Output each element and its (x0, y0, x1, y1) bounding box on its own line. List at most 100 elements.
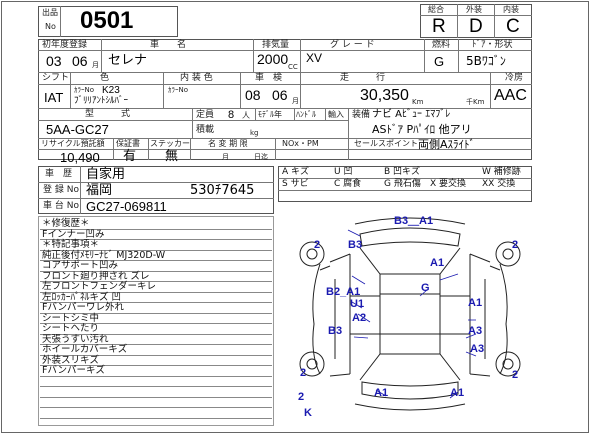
legend-x: X 要交換 (430, 179, 467, 189)
payload-label: 積載 (196, 125, 215, 135)
sticker-value: 無 (165, 149, 179, 164)
note-line: Fバンパーキズ (42, 365, 105, 376)
fuel-label: 燃料 (432, 40, 451, 50)
capacity: 8 (228, 109, 235, 121)
notes-rule (40, 281, 272, 282)
recycle-value: 10,490 (60, 150, 100, 165)
inspection-month-unit: 月 (292, 97, 299, 105)
notes-rule (40, 260, 272, 261)
mark-two-bottom: 2 (298, 391, 305, 403)
reg-number: 530ﾁ7645 (190, 183, 255, 198)
note-line: ＊修復歴＊ (42, 218, 90, 229)
note-line: Fインナー凹み (42, 228, 105, 240)
type: 5AA-GC27 (46, 122, 109, 137)
color-name: ﾌﾞﾘﾘｱﾝﾄｼﾙﾊﾞｰ (74, 96, 129, 106)
mark-b3-lower: B3 (328, 325, 343, 337)
notes-rule (40, 407, 272, 408)
model-name: セレナ (108, 53, 148, 68)
mark-b3-a1-top: B3＿A1 (394, 215, 434, 227)
notes-rule (40, 386, 272, 387)
notes-rule (40, 354, 272, 356)
mark-g: G (421, 282, 430, 294)
reg-no-label: 登 録 No (43, 185, 79, 195)
chassis-label: 車 台 No (43, 201, 79, 211)
note-line: Fバンパーワレ外れ (42, 302, 124, 313)
door-shape-label: ﾄﾞｱ・形状 (472, 40, 513, 50)
color-no-label: ｶﾗｰNo (74, 86, 95, 94)
grade-box (420, 4, 532, 38)
mark-a2: A2 (352, 312, 367, 324)
color-label: 色 (100, 73, 110, 83)
name-change-label: 名 変 期 限 (208, 139, 248, 148)
legend-a: A キズ (282, 167, 310, 177)
mark-wheel-fl: 2 (314, 239, 321, 251)
color-no: K23 (102, 85, 120, 96)
door-shape: 5Bﾜｺﾞﾝ (466, 54, 506, 68)
mark-a3-right2: A3 (470, 343, 485, 355)
notes-rule (40, 375, 272, 377)
note-line: ホイールカバーキズ (42, 344, 128, 355)
mark-u1: U1 (350, 298, 365, 310)
fuel: G (434, 54, 445, 69)
mark-b2-a1: B2_A1 (326, 286, 361, 298)
car-damage-diagram (299, 217, 521, 411)
reg-month: 06 (72, 53, 88, 69)
info-grid (38, 39, 532, 160)
notes-rule (40, 302, 272, 303)
name-change-day-unit: 日迄 (254, 153, 268, 161)
interior-color-no-label: ｶﾗｰNo (168, 86, 189, 94)
capacity-label: 定員 (196, 110, 215, 120)
overall-grade-label: 総合 (428, 5, 444, 14)
lot-label-top: 出品 (42, 8, 58, 17)
handle-label: ﾊﾝﾄﾞﾙ (296, 110, 316, 119)
lot-number-box (38, 6, 178, 37)
notes-rule (40, 270, 272, 272)
shift: IAT (44, 90, 64, 105)
displacement: 2000 (257, 51, 289, 67)
mileage-label: 走 行 (340, 73, 386, 83)
legend-s: S サビ (282, 179, 309, 189)
notes-rule (40, 249, 272, 251)
ac: AAC (494, 87, 527, 104)
registration-box (38, 166, 274, 214)
recycle-label: リサイクル預託額 (41, 139, 105, 148)
note-line: 外装スリキズ (42, 354, 100, 366)
sales-point: 両側Aｽﾗｲﾄﾞ (418, 138, 476, 151)
sticker-label: ステッカー (150, 139, 190, 148)
interior-grade-label: 内装 (503, 5, 519, 14)
reg-month-unit: 月 (92, 61, 99, 69)
mark-wheel-fr: 2 (512, 239, 519, 251)
inspection-year: 08 (245, 87, 261, 103)
interior-color-label: 内 装 色 (180, 73, 213, 83)
inspection-label: 車 検 (255, 73, 283, 83)
mark-a1-bottom2: A1 (450, 387, 465, 399)
note-line: シートシミ中 (42, 312, 100, 324)
note-line: フロント廻り押され ズレ (42, 270, 150, 282)
legend-xx: XX 交換 (482, 179, 516, 189)
ac-label: 冷房 (505, 73, 524, 83)
notes-rule (40, 417, 272, 419)
notes-rule (40, 344, 272, 345)
thousand-km-unit: 千Km (466, 98, 485, 106)
import-label: 輸入 (328, 110, 344, 119)
legend-w: W 補修跡 (482, 167, 521, 177)
mark-a3-right1: A3 (468, 325, 483, 337)
grade: XV (306, 51, 323, 65)
equipment-line1: ナビ Aﾋﾞｭｰ ｴﾏﾌﾞﾚ (372, 109, 451, 120)
mark-k: K (304, 407, 312, 419)
note-line: 左フロントフェンダーキレ (42, 281, 157, 292)
reg-place: 福岡 (86, 183, 113, 198)
history-value: 自家用 (86, 167, 126, 182)
legend-g: G 飛石傷 (384, 179, 421, 189)
notes-rule (40, 365, 272, 366)
reg-year-label: 初年度登録 (42, 40, 88, 50)
note-line: 純正後付ﾒﾓﾘｰﾅﾋﾞ MJ320D-W (42, 249, 166, 261)
notes-rule (40, 333, 272, 335)
notes-rule (40, 228, 272, 230)
displacement-label: 排気量 (262, 40, 290, 50)
legend-u: U 凹 (334, 167, 353, 177)
mark-a1-right2: A1 (468, 297, 483, 309)
equipment-line2: ASﾄﾞｱ Pﾊﾟｲﾛ 他アリ (372, 123, 472, 136)
nox-label: NOx・PM (282, 139, 319, 148)
